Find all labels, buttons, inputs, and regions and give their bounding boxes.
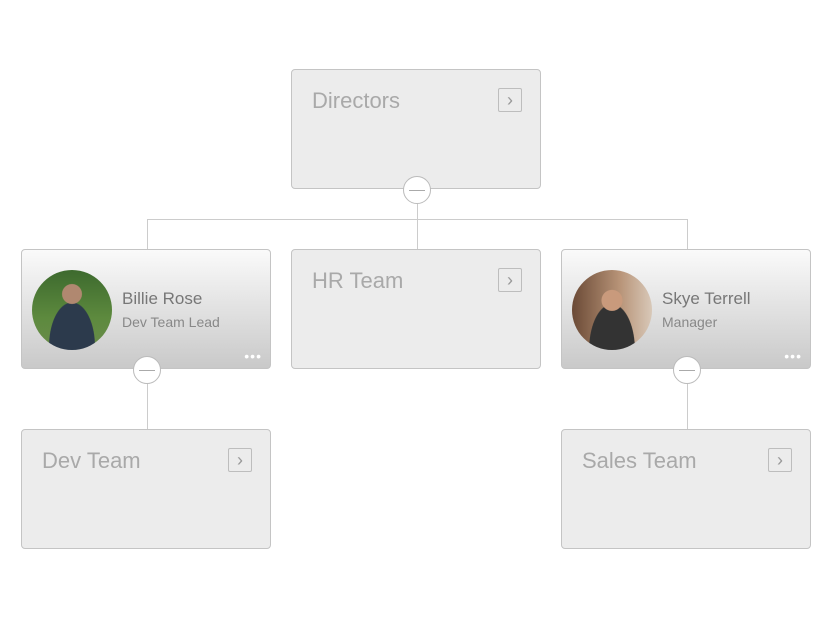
chevron-right-icon[interactable]: › bbox=[228, 448, 252, 472]
collapse-minus-icon[interactable] bbox=[673, 356, 701, 384]
connector bbox=[147, 219, 688, 220]
node-title: HR Team bbox=[312, 268, 404, 293]
ellipsis-icon[interactable]: ••• bbox=[784, 348, 802, 364]
node-title: Dev Team bbox=[42, 448, 141, 473]
node-hr-team[interactable]: HR Team › bbox=[291, 249, 541, 369]
connector bbox=[147, 384, 148, 430]
node-sales-team[interactable]: Sales Team › bbox=[561, 429, 811, 549]
node-skye-terrell[interactable]: Skye Terrell Manager ••• bbox=[561, 249, 811, 369]
person-name: Skye Terrell bbox=[662, 289, 751, 308]
avatar bbox=[32, 270, 112, 350]
node-title: Directors bbox=[312, 88, 401, 113]
connector bbox=[417, 204, 418, 250]
collapse-minus-icon[interactable] bbox=[403, 176, 431, 204]
chevron-right-icon[interactable]: › bbox=[498, 268, 522, 292]
person-role: Dev Team Lead bbox=[122, 314, 220, 330]
person-name: Billie Rose bbox=[122, 289, 203, 308]
connector bbox=[687, 384, 688, 430]
node-dev-team[interactable]: Dev Team › bbox=[21, 429, 271, 549]
avatar bbox=[572, 270, 652, 350]
person-role: Manager bbox=[662, 314, 718, 330]
connector bbox=[147, 219, 148, 250]
chevron-right-icon[interactable]: › bbox=[498, 88, 522, 112]
node-directors[interactable]: Directors › bbox=[291, 69, 541, 189]
collapse-minus-icon[interactable] bbox=[133, 356, 161, 384]
connector bbox=[687, 219, 688, 250]
node-title: Sales Team bbox=[582, 448, 697, 473]
node-billie-rose[interactable]: Billie Rose Dev Team Lead ••• bbox=[21, 249, 271, 369]
chevron-right-icon[interactable]: › bbox=[768, 448, 792, 472]
ellipsis-icon[interactable]: ••• bbox=[244, 348, 262, 364]
